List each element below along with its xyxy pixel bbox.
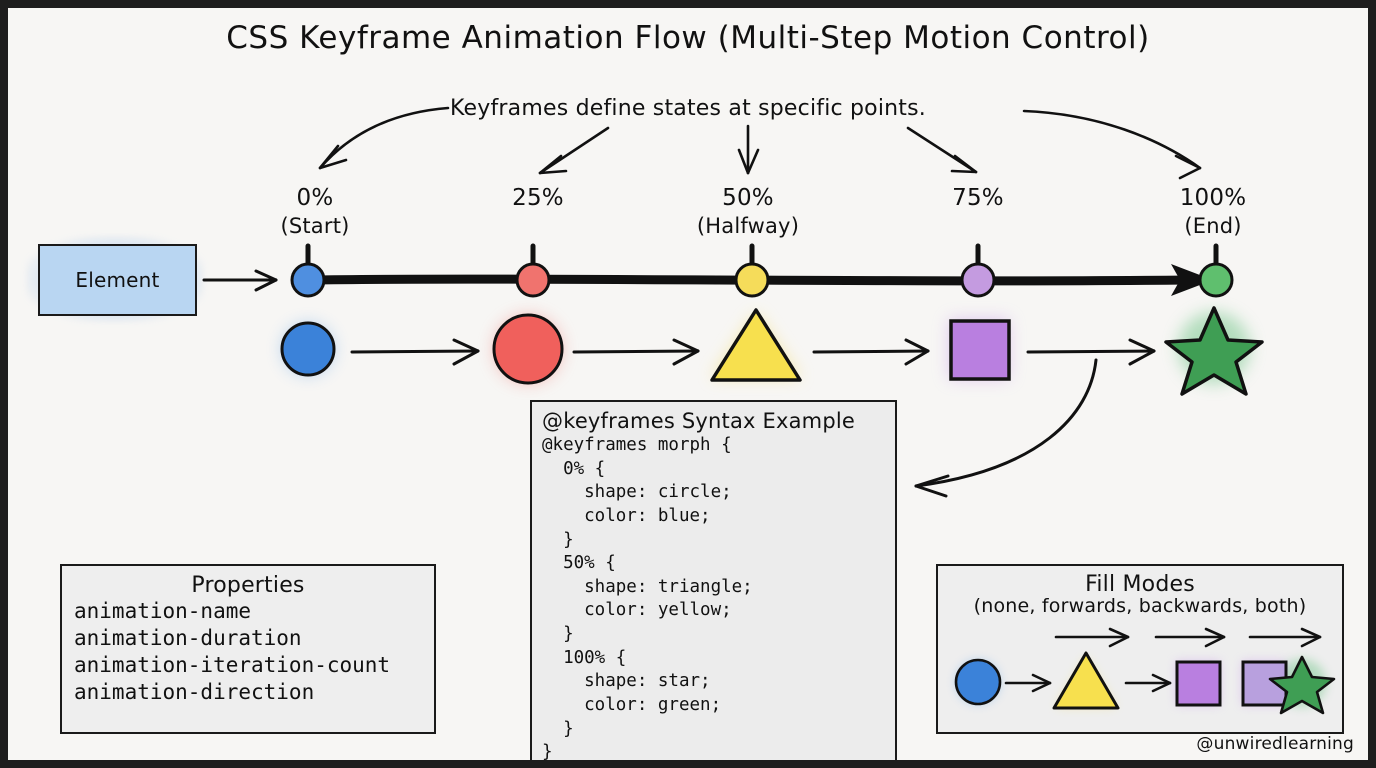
timeline-marker-2 (734, 262, 770, 298)
property-item-0: animation-name (74, 599, 252, 623)
code-box-title: @keyframes Syntax Example (542, 409, 856, 433)
keyframe-percent-2: 50% (722, 185, 774, 211)
timeline-arrowhead (1171, 264, 1213, 296)
properties-title: Properties (191, 573, 305, 598)
element-box[interactable]: Element (38, 244, 197, 316)
timeline-marker-3 (960, 262, 996, 298)
code-box-content: @keyframes morph { 0% { shape: circle; c… (542, 435, 753, 760)
page-title: CSS Keyframe Animation Flow (Multi-Step … (226, 20, 1150, 56)
code-box: @keyframes Syntax Example @keyframes mor… (530, 400, 897, 760)
fill-modes-star (1268, 655, 1336, 715)
shape-circle-red (492, 313, 564, 385)
keyframe-label-1: 25% (463, 184, 613, 213)
keyframe-label-4: 100% (End) (1138, 184, 1288, 239)
shape-star-green (1164, 306, 1264, 396)
property-item-3: animation-direction (74, 679, 315, 704)
diagram-canvas: CSS Keyframe Animation Flow (Multi-Step … (8, 8, 1368, 760)
annotation-arrows (318, 106, 1202, 180)
element-box-label: Element (75, 268, 160, 292)
fill-modes-top-arrows (1054, 627, 1322, 648)
shape-square-purple (949, 319, 1011, 381)
property-item-2: animation-iteration-count (74, 652, 391, 677)
fill-modes-box: Fill Modes (none, forwards, backwards, b… (936, 564, 1344, 734)
timeline-marker-1 (515, 262, 551, 298)
curve-arrow-to-code (914, 358, 1098, 498)
watermark: @unwiredlearning (1196, 734, 1354, 754)
shape-sequence-row (280, 306, 1264, 396)
keyframe-percent-4: 100% (1179, 185, 1247, 211)
keyframe-percent-1: 25% (512, 185, 564, 211)
keyframe-sub-2: (Halfway) (696, 213, 800, 238)
keyframe-label-3: 75% (903, 184, 1053, 213)
keyframe-percent-0: 0% (296, 185, 334, 211)
fill-modes-subtitle: (none, forwards, backwards, both) (973, 595, 1307, 617)
fill-modes-square-1 (1175, 660, 1222, 707)
keyframe-percent-3: 75% (952, 185, 1004, 211)
keyframe-label-0: 0% (Start) (240, 184, 390, 239)
fill-modes-circle (954, 658, 1002, 706)
annotation-text: Keyframes define states at specific poin… (450, 96, 926, 121)
shape-row-arrows (350, 338, 1156, 366)
keyframe-label-2: 50% (Halfway) (673, 184, 823, 239)
timeline (202, 243, 1234, 298)
property-item-1: animation-duration (74, 625, 302, 650)
keyframe-sub-0: (Start) (280, 213, 350, 238)
properties-box: Properties animation-name animation-dura… (60, 564, 436, 734)
timeline-marker-0 (290, 262, 326, 298)
shape-triangle-yellow (710, 308, 802, 382)
timeline-bar (303, 274, 1193, 286)
fill-modes-mid-arrows (1004, 673, 1172, 693)
timeline-marker-4 (1198, 262, 1234, 298)
shape-circle-blue (280, 321, 336, 377)
fill-modes-shape-row (954, 627, 1336, 715)
fill-modes-triangle (1052, 651, 1120, 710)
fill-modes-title: Fill Modes (1085, 572, 1195, 597)
keyframe-sub-4: (End) (1184, 213, 1242, 238)
